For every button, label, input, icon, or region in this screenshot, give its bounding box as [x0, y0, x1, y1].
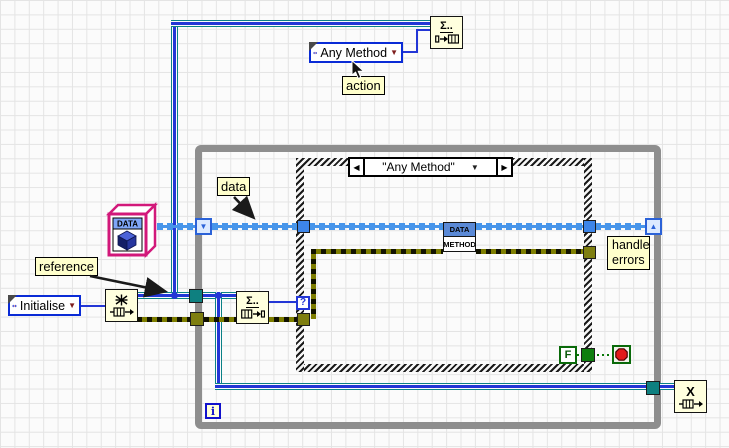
stop-sign-icon: [615, 348, 628, 361]
label-data[interactable]: data: [217, 177, 251, 196]
false-constant[interactable]: F: [559, 346, 577, 364]
chevron-down-icon[interactable]: ▼: [390, 47, 398, 57]
wire-junction-dot-inner[interactable]: [215, 292, 222, 299]
shift-register-left[interactable]: ▼: [195, 218, 212, 235]
while-loop-border[interactable]: [195, 145, 661, 429]
case-selector-terminal[interactable]: ?: [296, 296, 310, 310]
class-wire-cube-to-loop[interactable]: [157, 223, 196, 230]
case-structure-border-right[interactable]: [584, 158, 592, 372]
starburst-icon: [115, 294, 128, 306]
right-arrow-icon: ▶: [501, 162, 508, 172]
enum-value: Initialise: [19, 298, 66, 313]
create-queue-vi[interactable]: [105, 289, 138, 322]
case-structure-border-left[interactable]: [296, 158, 304, 372]
loop-condition-terminal[interactable]: [612, 345, 631, 364]
error-wire-case-riser[interactable]: [311, 249, 316, 319]
iteration-label: i: [210, 404, 216, 418]
class-wire-case-right[interactable]: [476, 223, 584, 230]
chevron-down-icon[interactable]: ▼: [470, 162, 479, 172]
down-arrow-icon: ▼: [199, 221, 208, 231]
dequeue-icon: [240, 309, 265, 319]
x-glyph: X: [686, 383, 695, 399]
chevron-down-icon[interactable]: ▼: [68, 300, 76, 310]
error-wire-init-out[interactable]: [137, 317, 190, 322]
fold-corner: [8, 295, 17, 304]
enum-wire-any-method-1[interactable]: [403, 51, 418, 53]
case-next-button[interactable]: ▶: [498, 159, 511, 175]
method-vi-header: DATA: [444, 223, 475, 237]
enum-type-icon: [12, 304, 17, 307]
queue-ref-wire-top[interactable]: [171, 20, 430, 27]
queue-icon: [109, 307, 134, 317]
dequeue-vi[interactable]: Σ..: [236, 291, 269, 324]
enum-constant-initialise[interactable]: Initialise ▼: [8, 295, 81, 316]
case-tunnel-error-in[interactable]: [297, 313, 310, 326]
class-cube-icon: DATA: [105, 201, 158, 258]
error-wire-to-method[interactable]: [311, 249, 443, 254]
wire-junction-dot-left[interactable]: [171, 292, 178, 299]
label-reference[interactable]: reference: [35, 257, 98, 276]
enqueue-vi[interactable]: Σ..: [430, 16, 463, 49]
fold-corner: [309, 42, 318, 51]
case-name: "Any Method": [382, 160, 455, 174]
case-selector-label[interactable]: ◀ "Any Method" ▼ ▶: [348, 157, 513, 177]
question-mark-icon: ?: [299, 297, 307, 308]
tunnel-queue-ref-out[interactable]: [646, 381, 660, 395]
case-tunnel-class-in[interactable]: [297, 220, 310, 233]
case-prev-button[interactable]: ◀: [350, 159, 363, 175]
enum-wire-initialise[interactable]: [81, 305, 105, 307]
dynamic-dispatch-method-vi[interactable]: DATA METHOD: [443, 222, 476, 252]
sigma-glyph: Σ..: [246, 295, 259, 308]
label-handle-errors[interactable]: handle errors: [607, 236, 650, 270]
boolean-wire-stop[interactable]: [577, 354, 613, 356]
loop-iteration-terminal[interactable]: i: [205, 403, 221, 419]
case-tunnel-boolean-out[interactable]: [581, 348, 595, 362]
label-action[interactable]: action: [342, 76, 385, 95]
left-arrow-icon: ◀: [353, 162, 360, 172]
selector-wire[interactable]: [268, 301, 296, 303]
queue-ref-wire-bottom[interactable]: [215, 383, 646, 390]
class-cube-title: DATA: [117, 220, 138, 229]
release-queue-vi[interactable]: X: [674, 380, 707, 413]
enum-value: Any Method: [320, 45, 388, 60]
class-constant-cube[interactable]: DATA: [104, 200, 158, 258]
case-tunnel-class-out[interactable]: [583, 220, 596, 233]
enqueue-icon: [434, 34, 459, 44]
class-wire-loop-to-case[interactable]: [212, 223, 297, 230]
queue-ref-wire-stub[interactable]: [660, 383, 674, 390]
case-structure-border-bottom[interactable]: [296, 364, 592, 372]
enum-wire-any-method-3[interactable]: [416, 29, 430, 31]
false-label: F: [564, 348, 572, 361]
sigma-glyph: Σ..: [440, 20, 453, 33]
queue-ref-wire-vertical-inner[interactable]: [215, 292, 222, 390]
queue-ref-wire-vertical-left[interactable]: [171, 20, 178, 299]
class-wire-to-shift-register[interactable]: [595, 223, 646, 230]
tunnel-error-in[interactable]: [190, 312, 204, 326]
error-wire-method-out[interactable]: [476, 249, 583, 254]
class-wire-case-left[interactable]: [309, 223, 443, 230]
case-tunnel-error-out[interactable]: [583, 246, 596, 259]
enum-type-icon: [313, 51, 318, 54]
queue-icon: [678, 398, 703, 409]
queue-ref-wire-mid[interactable]: [137, 292, 236, 299]
up-arrow-icon: ▲: [649, 221, 658, 231]
enum-wire-any-method-2[interactable]: [416, 29, 418, 53]
enum-constant-action[interactable]: Any Method ▼: [309, 42, 403, 63]
shift-register-right[interactable]: ▲: [645, 218, 662, 235]
method-vi-body: METHOD: [443, 239, 476, 249]
tunnel-queue-ref-in[interactable]: [189, 289, 203, 303]
